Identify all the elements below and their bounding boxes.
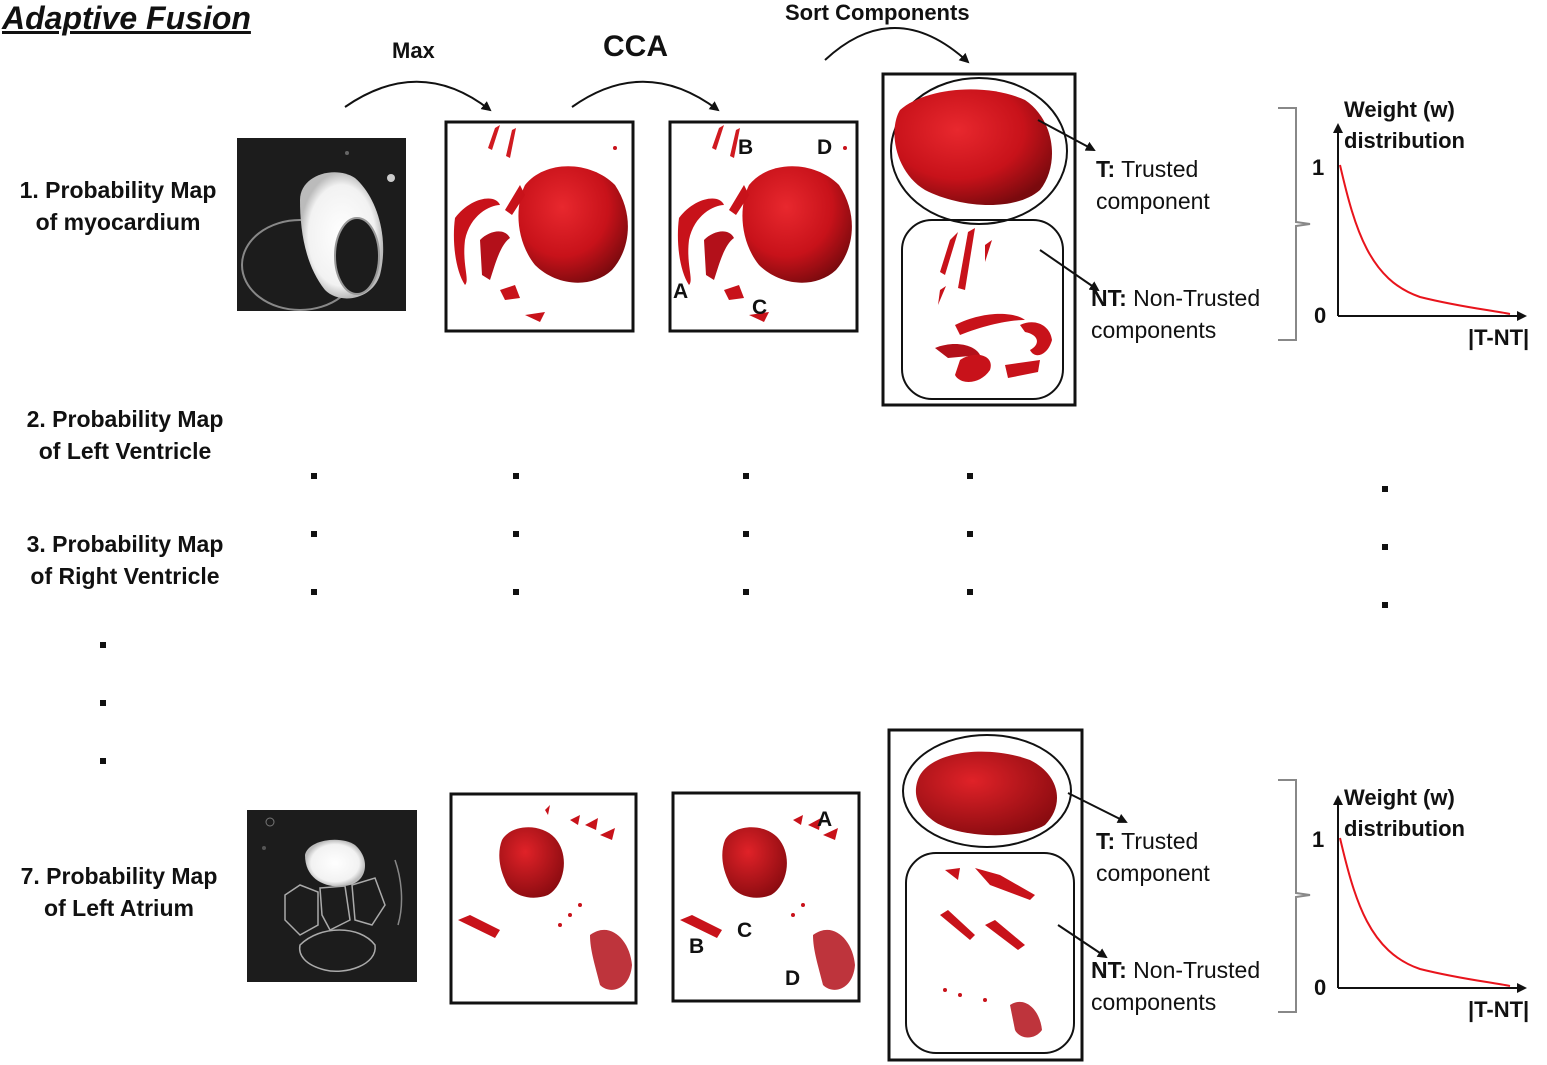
weight-x-label-row1: |T-NT| bbox=[1468, 325, 1530, 350]
row-label-line1: 1. Probability Map bbox=[19, 177, 217, 203]
weight-plot-row7 bbox=[1333, 795, 1527, 993]
cca-label-d-row1: D bbox=[817, 136, 833, 159]
weight-y-top-row7: 1 bbox=[1312, 827, 1325, 852]
ellipsis-dot bbox=[1382, 544, 1388, 550]
row-label-line2: of Left Ventricle bbox=[38, 438, 212, 464]
nontrusted-pointer-row7 bbox=[1057, 924, 1108, 959]
weight-plot-title-row7: Weight (w) distribution bbox=[1344, 782, 1465, 844]
trusted-line2: component bbox=[1096, 860, 1210, 886]
brace-row7 bbox=[1278, 779, 1311, 1013]
row-label-line1: 2. Probability Map bbox=[26, 406, 224, 432]
nontrusted-word: Non-Trusted bbox=[1133, 285, 1261, 311]
weight-y-top-row1: 1 bbox=[1312, 155, 1325, 180]
cca-result-box-row7 bbox=[671, 791, 861, 1003]
cca-label-a-row7: A bbox=[817, 808, 833, 831]
trusted-label-row1: T: Trusted component bbox=[1096, 153, 1210, 217]
diagram-title: Adaptive Fusion bbox=[2, 0, 251, 36]
max-arrow bbox=[344, 80, 492, 112]
trusted-pointer-row7 bbox=[1067, 792, 1128, 823]
ellipsis-dot bbox=[743, 589, 749, 595]
max-result-box-row7 bbox=[449, 792, 638, 1005]
probability-map-left-atrium bbox=[247, 810, 417, 982]
ellipsis-dot bbox=[100, 700, 106, 706]
weight-plot-title-row1: Weight (w) distribution bbox=[1344, 94, 1465, 156]
trusted-ellipse-row1 bbox=[890, 77, 1068, 225]
weight-x-label-row7: |T-NT| bbox=[1468, 997, 1530, 1022]
trusted-key: T: bbox=[1096, 156, 1116, 182]
weight-plot-row1 bbox=[1333, 123, 1527, 321]
ellipsis-dot bbox=[1382, 602, 1388, 608]
ellipsis-dot bbox=[100, 642, 106, 648]
trusted-key: T: bbox=[1096, 828, 1116, 854]
row-label-line1: 7. Probability Map bbox=[20, 863, 218, 889]
sorted-components-box-row7 bbox=[887, 728, 1084, 1062]
cca-label-c-row7: C bbox=[737, 919, 753, 942]
max-result-box-row1 bbox=[444, 120, 635, 333]
step-max-label: Max bbox=[392, 38, 435, 63]
cca-label-c-row1: C bbox=[752, 296, 768, 319]
ellipsis-dot bbox=[311, 589, 317, 595]
weight-plot-title-line1: Weight (w) bbox=[1344, 97, 1455, 122]
step-sort-label: Sort Components bbox=[785, 0, 970, 25]
cca-arrow bbox=[571, 80, 720, 112]
row-label-left-ventricle: 2. Probability Map of Left Ventricle bbox=[0, 403, 250, 467]
weight-y-bottom-row1: 0 bbox=[1314, 303, 1327, 328]
row-label-line2: of Right Ventricle bbox=[30, 563, 220, 589]
ellipsis-dot bbox=[513, 589, 519, 595]
ellipsis-dot bbox=[743, 473, 749, 479]
step-cca-label: CCA bbox=[603, 30, 668, 63]
trusted-word: Trusted bbox=[1121, 156, 1199, 182]
trusted-line2: component bbox=[1096, 188, 1210, 214]
brace-row1 bbox=[1278, 107, 1311, 341]
weight-plot-title-line2: distribution bbox=[1344, 816, 1465, 841]
cca-label-a-row1: A bbox=[673, 280, 689, 303]
cca-label-b-row1: B bbox=[738, 136, 754, 159]
row-label-right-ventricle: 3. Probability Map of Right Ventricle bbox=[0, 528, 250, 592]
nontrusted-label-row1: NT: Non-Trusted components bbox=[1091, 282, 1260, 346]
trusted-ellipse-row7 bbox=[902, 734, 1072, 848]
row-label-myocardium: 1. Probability Map of myocardium bbox=[0, 174, 236, 238]
nontrusted-box-row1 bbox=[901, 219, 1064, 400]
ellipsis-dot bbox=[513, 473, 519, 479]
ellipsis-dot bbox=[967, 473, 973, 479]
weight-curve-row7 bbox=[1339, 837, 1511, 987]
nontrusted-box-row7 bbox=[905, 852, 1075, 1054]
nontrusted-line2: components bbox=[1091, 989, 1217, 1015]
nontrusted-line2: components bbox=[1091, 317, 1217, 343]
ellipsis-dot bbox=[1382, 486, 1388, 492]
sort-arrow bbox=[824, 27, 970, 64]
nontrusted-pointer-row1 bbox=[1039, 249, 1100, 292]
cca-result-box-row1 bbox=[668, 120, 859, 333]
row-label-line1: 3. Probability Map bbox=[26, 531, 224, 557]
ellipsis-dot bbox=[100, 758, 106, 764]
nontrusted-label-row7: NT: Non-Trusted components bbox=[1091, 954, 1260, 1018]
row-label-line2: of Left Atrium bbox=[44, 895, 194, 921]
weight-curve-row1 bbox=[1339, 164, 1511, 315]
weight-plot-title-line2: distribution bbox=[1344, 128, 1465, 153]
sorted-components-box-row1 bbox=[881, 72, 1077, 407]
ellipsis-dot bbox=[311, 473, 317, 479]
trusted-pointer-row1 bbox=[1037, 119, 1096, 151]
weight-plot-title-line1: Weight (w) bbox=[1344, 785, 1455, 810]
ellipsis-dot bbox=[967, 589, 973, 595]
trusted-label-row7: T: Trusted component bbox=[1096, 825, 1210, 889]
nontrusted-key: NT: bbox=[1091, 285, 1127, 311]
trusted-word: Trusted bbox=[1121, 828, 1199, 854]
ellipsis-dot bbox=[967, 531, 973, 537]
ellipsis-dot bbox=[743, 531, 749, 537]
row-label-left-atrium: 7. Probability Map of Left Atrium bbox=[0, 860, 238, 924]
cca-label-d-row7: D bbox=[785, 967, 801, 990]
probability-map-myocardium bbox=[237, 138, 406, 311]
weight-y-bottom-row7: 0 bbox=[1314, 975, 1327, 1000]
cca-label-b-row7: B bbox=[689, 935, 705, 958]
ellipsis-dot bbox=[311, 531, 317, 537]
row-label-line2: of myocardium bbox=[35, 209, 201, 235]
ellipsis-dot bbox=[513, 531, 519, 537]
nontrusted-word: Non-Trusted bbox=[1133, 957, 1261, 983]
nontrusted-key: NT: bbox=[1091, 957, 1127, 983]
